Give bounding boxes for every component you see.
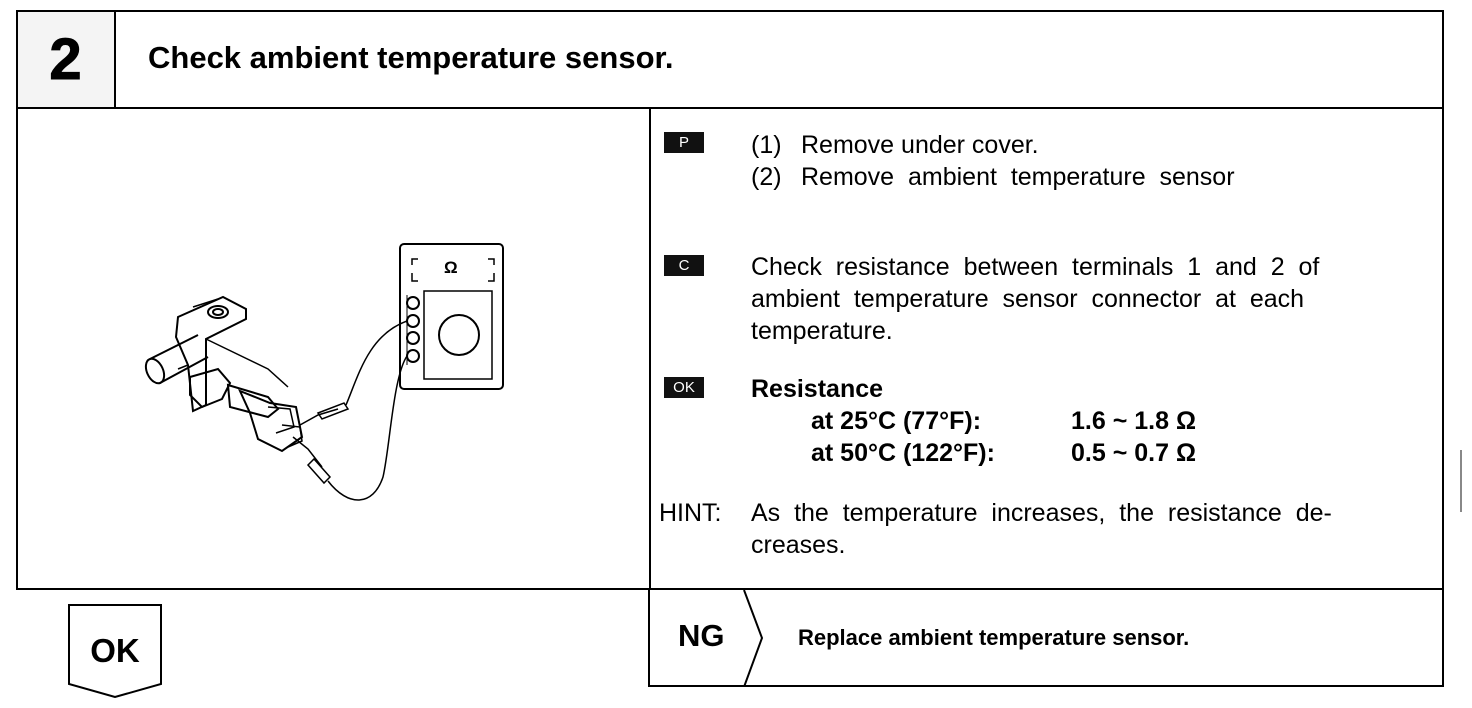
- badge-procedure: P: [664, 132, 704, 153]
- probe-lead-2: [292, 436, 323, 468]
- spec-value: 1.6 ~ 1.8 Ω: [1071, 407, 1196, 435]
- ohm-symbol: Ω: [444, 258, 458, 277]
- step-title: Check ambient temperature sensor.: [148, 40, 674, 75]
- procedure-step-text: Remove ambient temperature sensor: [801, 163, 1235, 191]
- procedure-step-text: Remove under cover.: [801, 131, 1039, 159]
- step-number: 2: [49, 27, 83, 93]
- result-ng-label: NG: [678, 618, 725, 653]
- check-instruction-line: temperature.: [751, 317, 893, 345]
- procedure-step-num: (2): [751, 163, 782, 191]
- panel-divider: [649, 107, 651, 588]
- result-ok-box: OK: [68, 604, 162, 698]
- hint-text-line: creases.: [751, 531, 846, 559]
- ohmmeter-body: [399, 243, 504, 390]
- test-wire-1: [345, 320, 408, 406]
- badge-check: C: [664, 255, 704, 276]
- badge-ok-spec: OK: [664, 377, 704, 398]
- result-ng-action: Replace ambient temperature sensor.: [798, 625, 1190, 650]
- check-instruction-line: Check resistance between terminals 1 and…: [751, 253, 1320, 281]
- step-frame: 2 Check ambient temperature sensor.: [16, 10, 1444, 590]
- result-ng-box: NG Replace ambient temperature sensor.: [648, 590, 1444, 687]
- procedure-panel: P (1) Remove under cover. (2) Remove amb…: [651, 107, 1442, 588]
- edge-mark: [1460, 450, 1462, 512]
- spec-condition: at 50°C (122°F):: [811, 439, 995, 467]
- procedure-step-num: (1): [751, 131, 782, 159]
- test-wire-2: [327, 355, 408, 501]
- spec-value: 0.5 ~ 0.7 Ω: [1071, 439, 1196, 467]
- spec-heading: Resistance: [751, 375, 884, 403]
- ng-arrow-divider: [743, 590, 764, 687]
- sensor-clip: [189, 367, 232, 409]
- ok-arrow-shape: [68, 604, 162, 698]
- ohmmeter-sensor-diagram: Ω: [144, 243, 504, 501]
- hint-label: HINT:: [659, 499, 722, 527]
- sensor-connector: [238, 389, 304, 453]
- step-header: 2 Check ambient temperature sensor.: [18, 12, 1442, 109]
- sensor-illustration: Ω: [18, 107, 650, 588]
- check-instruction-line: ambient temperature sensor connector at …: [751, 285, 1305, 313]
- sensor-tube: [149, 334, 209, 384]
- probe-lead-1: [299, 408, 339, 426]
- hint-text-line: As the temperature increases, the resist…: [751, 499, 1332, 527]
- spec-condition: at 25°C (77°F):: [811, 407, 982, 435]
- ohmmeter-dial: [438, 314, 480, 356]
- step-number-box: 2: [18, 12, 116, 107]
- result-ok-label: OK: [90, 632, 140, 669]
